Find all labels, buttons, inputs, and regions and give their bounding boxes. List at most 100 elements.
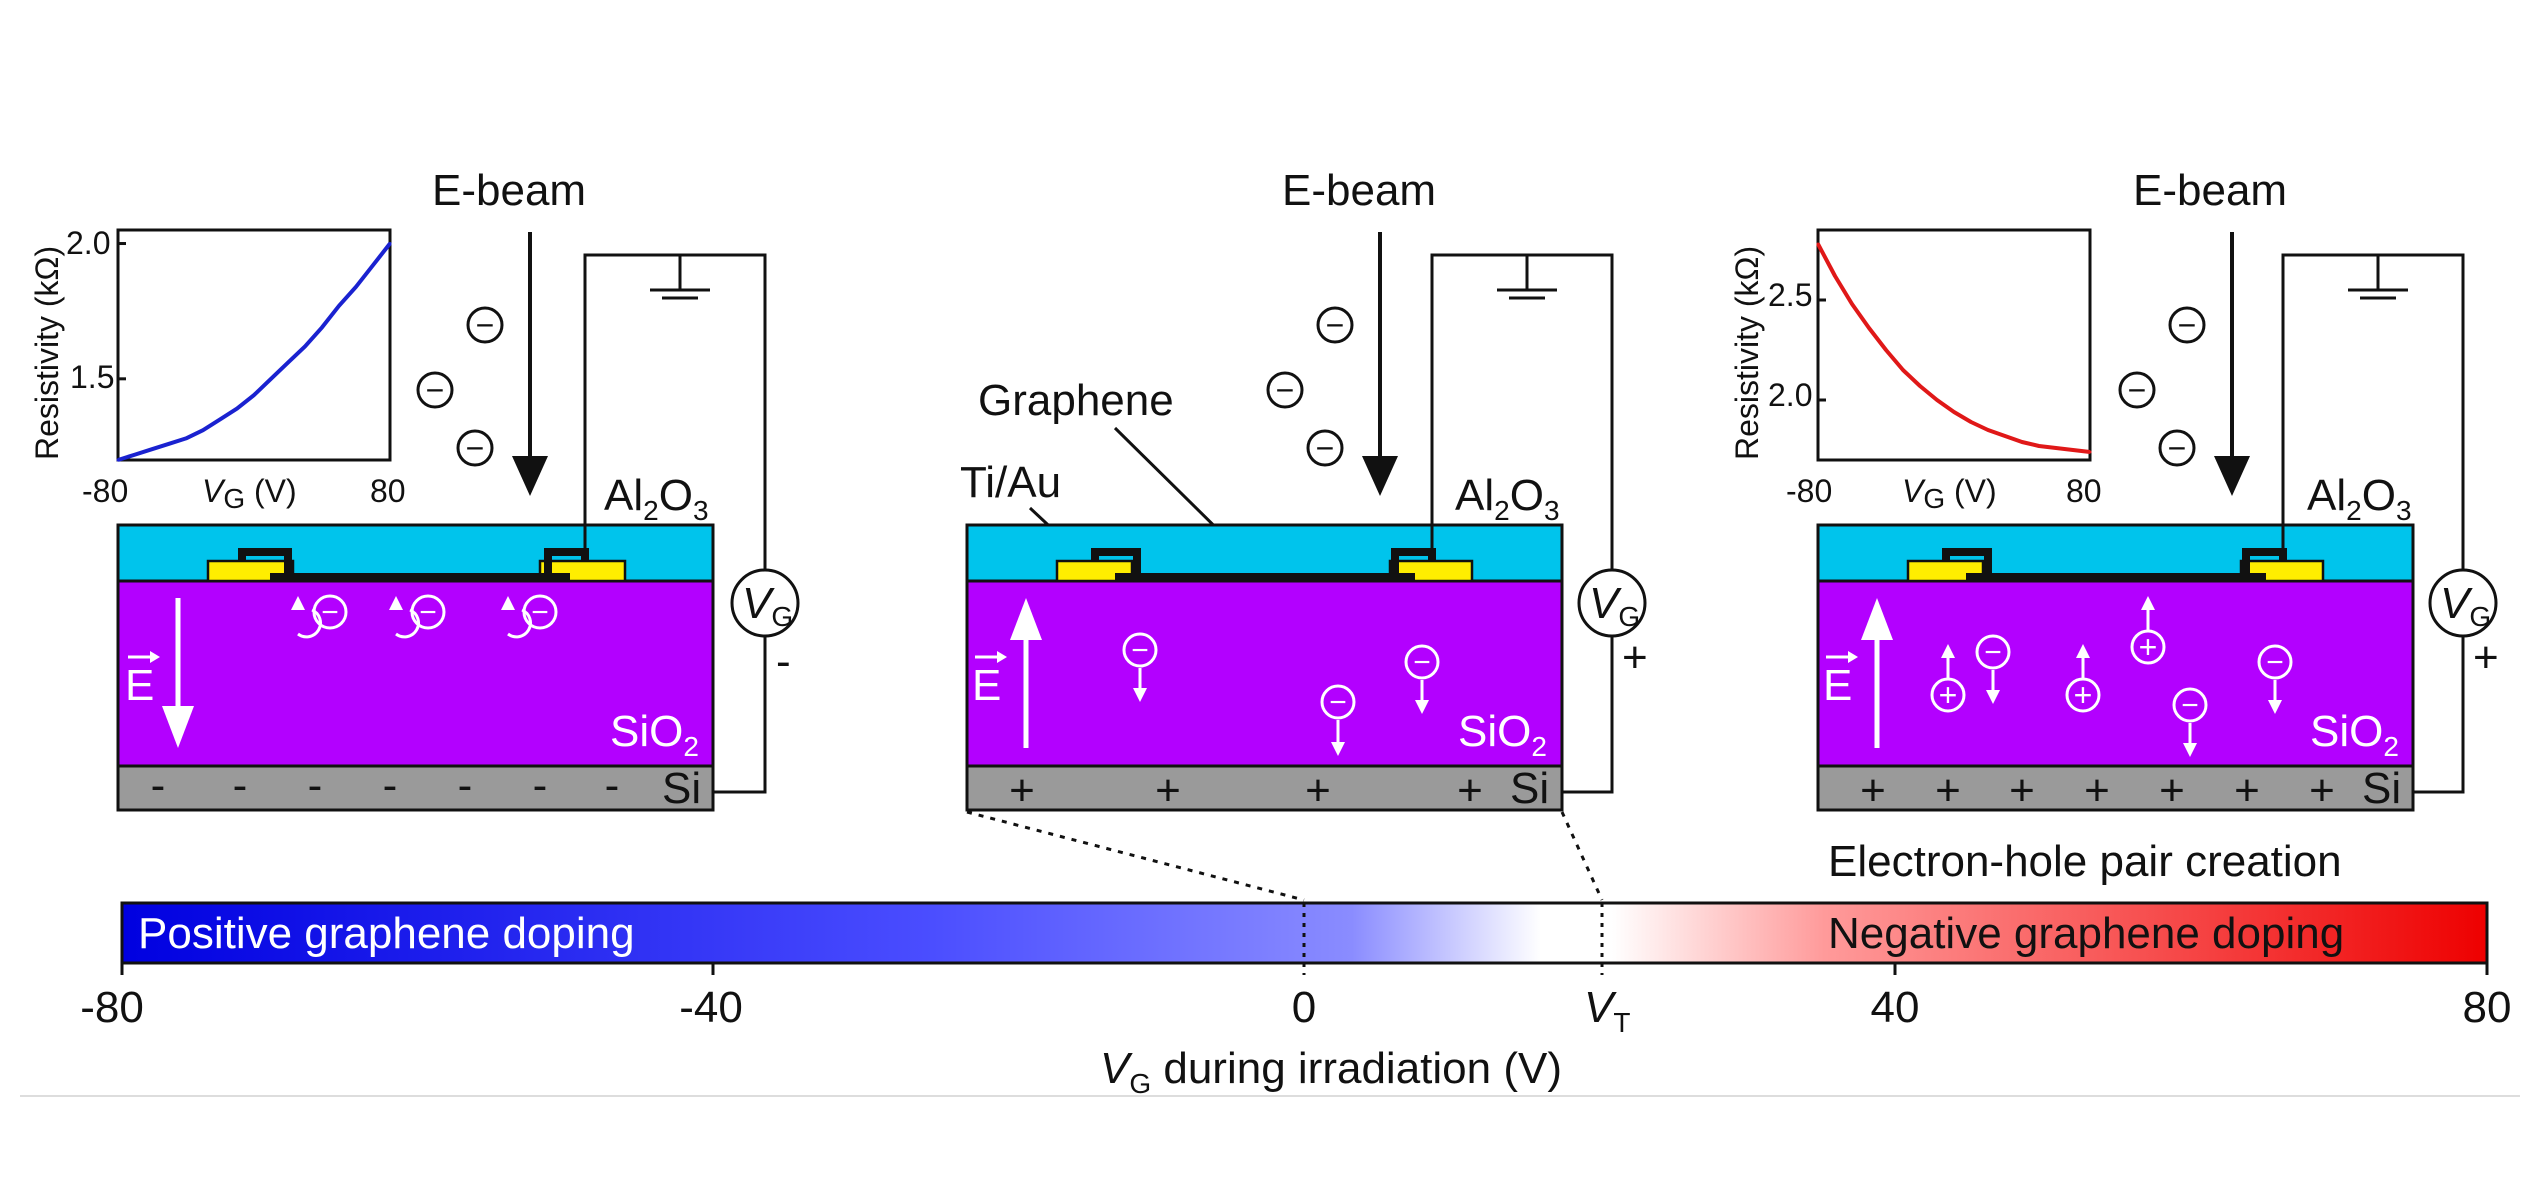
inset-xmin-right: -80 [1786, 473, 1832, 509]
drifting-electron-center-1: − [1122, 632, 1158, 702]
efield-right: E [1823, 598, 1893, 748]
hole-right-1: + [1930, 644, 1966, 713]
svg-text:+: + [2159, 766, 2185, 815]
inset-right-point [1867, 326, 1871, 330]
contact-cap-right-b [2242, 548, 2287, 573]
si-label-center: Si [1510, 764, 1549, 813]
si-layer-center [965, 764, 1564, 812]
inset-left-point [388, 242, 392, 245]
al2o3-label-left: Al2O3 [604, 471, 709, 526]
si-label-right: Si [2362, 764, 2401, 813]
electron-right-2: − [2118, 371, 2156, 409]
inset-ytick-right-2.0: 2.0 [1768, 377, 1812, 413]
electron-center-2: − [1266, 371, 1304, 409]
svg-text:+: + [2084, 766, 2110, 815]
inset-left-point [133, 453, 137, 457]
doping-scale: Positive graphene doping Negative graphe… [80, 810, 2512, 1099]
ebeam-arrow-head-left [512, 456, 548, 496]
inset-xmin-left: -80 [82, 473, 128, 509]
svg-text:+: + [1935, 766, 1961, 815]
graphene-label: Graphene [978, 376, 1174, 425]
trapped-electron-arrows-left [291, 596, 515, 610]
svg-text:-: - [383, 761, 398, 810]
scale-tick-80: 80 [2463, 983, 2512, 1032]
svg-text:VG: VG [1589, 579, 1640, 632]
svg-text:+: + [1009, 766, 1035, 815]
inset-left-point [269, 377, 273, 381]
inset-right-point [1816, 242, 1820, 246]
svg-text:−: − [1329, 686, 1347, 719]
sio2-label-center: SiO2 [1458, 707, 1547, 762]
inset-right-point [1884, 348, 1888, 352]
polarity-left: - [776, 637, 791, 686]
inset-right-point [1986, 428, 1990, 432]
contact-cap-left-a [238, 548, 292, 573]
electron-right-3: − [2158, 429, 2196, 467]
electron-left-1: − [466, 306, 504, 344]
electron-left-3: − [456, 429, 494, 467]
svg-text:E: E [125, 661, 154, 710]
zoom-line-right [1560, 811, 1604, 901]
svg-text:-: - [458, 761, 473, 810]
inset-ytick-right-2.5: 2.5 [1768, 277, 1812, 313]
inset-ytick-left-2.0: 2.0 [66, 225, 110, 261]
inset-left-point [354, 285, 358, 289]
inset-right-point [1935, 398, 1939, 402]
circuit-wire-right [2281, 253, 2465, 794]
inset-xmax-right: 80 [2066, 473, 2102, 509]
svg-text:+: + [1155, 766, 1181, 815]
svg-text:−: − [1276, 372, 1295, 408]
svg-text:+: + [1305, 766, 1331, 815]
inset-left-point [201, 428, 205, 432]
ground-icon-left [650, 288, 710, 300]
svg-text:−: − [2181, 689, 2199, 722]
electron-sio2-left-2: − [410, 594, 446, 630]
positive-doping-label: Positive graphene doping [138, 909, 635, 958]
inset-right-point [2071, 448, 2075, 452]
svg-text:+: + [1860, 766, 1886, 815]
polarity-right: + [2473, 633, 2499, 682]
circuit-wire-left [583, 253, 767, 794]
contact-cap-right-a [1942, 548, 1992, 573]
inset-left-point [184, 436, 188, 440]
scale-tick-vt: VT [1584, 983, 1630, 1038]
ebeam-label-center: E-beam [1282, 166, 1436, 215]
si-layer-left [116, 764, 715, 812]
efield-left: E [125, 598, 194, 748]
electron-center-3: − [1306, 429, 1344, 467]
inset-left-point [303, 344, 307, 348]
polarity-center: + [1622, 633, 1648, 682]
electron-right-sio2-3: − [2257, 644, 2293, 714]
scale-axis-label: VG during irradiation (V) [1100, 1044, 1562, 1099]
svg-text:E: E [1823, 661, 1852, 710]
inset-left-point [167, 442, 171, 446]
svg-text:+: + [2009, 766, 2035, 815]
gate-voltage-source-left: VG [730, 568, 800, 638]
efield-center: E [972, 598, 1042, 748]
inset-chart-left [116, 242, 392, 462]
svg-text:+: + [2074, 677, 2093, 713]
inset-left-point [235, 407, 239, 411]
svg-text:−: − [2266, 646, 2284, 679]
inset-ytick-left-1.5: 1.5 [70, 359, 114, 395]
inset-ylabel-right: Resistivity (kΩ) [1729, 246, 1765, 460]
ground-icon-right [2348, 288, 2408, 300]
inset-left-point [218, 417, 222, 421]
drifting-electron-center-3: − [1404, 644, 1440, 714]
circuit-wire-center [1430, 253, 1614, 794]
panel-left: Resistivity (kΩ) 2.0 1.5 -80 80 VG (V) E… [29, 166, 800, 813]
inset-frame-right [1816, 228, 2092, 462]
svg-text:−: − [2168, 430, 2187, 466]
inset-left-point [116, 458, 120, 462]
al2o3-label-right: Al2O3 [2307, 471, 2412, 526]
ground-icon-center [1497, 288, 1557, 300]
svg-text:−: − [476, 307, 495, 343]
svg-text:-: - [151, 761, 166, 810]
tiau-label: Ti/Au [960, 458, 1061, 507]
svg-text:−: − [419, 596, 437, 629]
inset-right-point [2020, 440, 2024, 444]
hole-right-3: + [2130, 596, 2166, 665]
inset-right-point [2037, 444, 2041, 448]
inset-left-point [337, 304, 341, 308]
